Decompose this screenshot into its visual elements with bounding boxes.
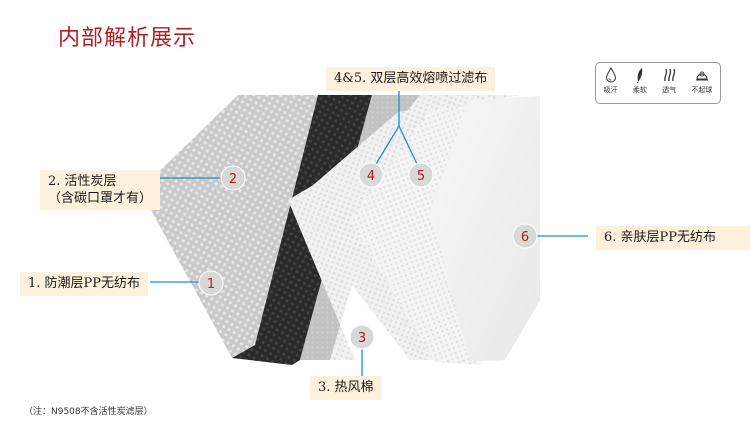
property-breathable: 透气: [662, 67, 676, 95]
property-no-pilling-label: 不起球: [691, 86, 713, 94]
layer-number-3-text: 3: [358, 331, 366, 346]
property-soft: 柔软: [633, 67, 647, 95]
property-soft-label: 柔软: [632, 86, 647, 94]
layer-number-3: 3: [349, 324, 375, 350]
leader-line-45b: [398, 125, 418, 165]
layer-2-label-line2: （含碳口罩才有）: [48, 191, 153, 206]
property-sweat-label: 吸汗: [603, 86, 618, 94]
feather-icon: [636, 68, 643, 83]
layer-3-label: 3. 热风棉: [310, 376, 382, 400]
layer-number-6-text: 6: [521, 230, 529, 245]
layer-number-1-text: 1: [207, 277, 215, 292]
layer-number-2: 2: [220, 165, 246, 191]
layer-number-1: 1: [198, 270, 224, 296]
layer-number-6: 6: [512, 223, 538, 249]
property-no-pilling: 不起球: [691, 67, 712, 95]
layer-number-4: 4: [358, 162, 384, 188]
water-drop-icon: [605, 67, 616, 83]
air-flow-icon: [664, 68, 676, 82]
no-pilling-icon: [695, 71, 708, 81]
layer-2-label: 2. 活性炭层 （含碳口罩才有）: [40, 170, 161, 210]
layer-45-label: 4&5. 双层高效熔喷过滤布: [326, 67, 496, 91]
layer-number-4-text: 4: [367, 169, 375, 184]
layer-2-label-line1: 2. 活性炭层: [48, 174, 117, 189]
footnote: （注：N9508不含活性炭滤层）: [24, 407, 153, 417]
layer-1-label: 1. 防潮层PP无纺布: [20, 272, 149, 296]
page-title: 内部解析展示: [58, 26, 197, 51]
layer-1-sheet: [140, 95, 318, 358]
layer-4-sheet: [288, 95, 520, 360]
layer-number-5: 5: [408, 162, 434, 188]
property-breathable-label: 透气: [662, 86, 677, 94]
layer-6-sheet: [430, 96, 540, 362]
properties-panel: 吸汗 柔软 透气 不起球: [595, 62, 721, 104]
layer-number-2-text: 2: [229, 172, 237, 187]
layer-number-5-text: 5: [417, 169, 425, 184]
layer-6-label: 6. 亲肤层PP无纺布: [596, 226, 750, 250]
property-sweat: 吸汗: [604, 67, 618, 95]
